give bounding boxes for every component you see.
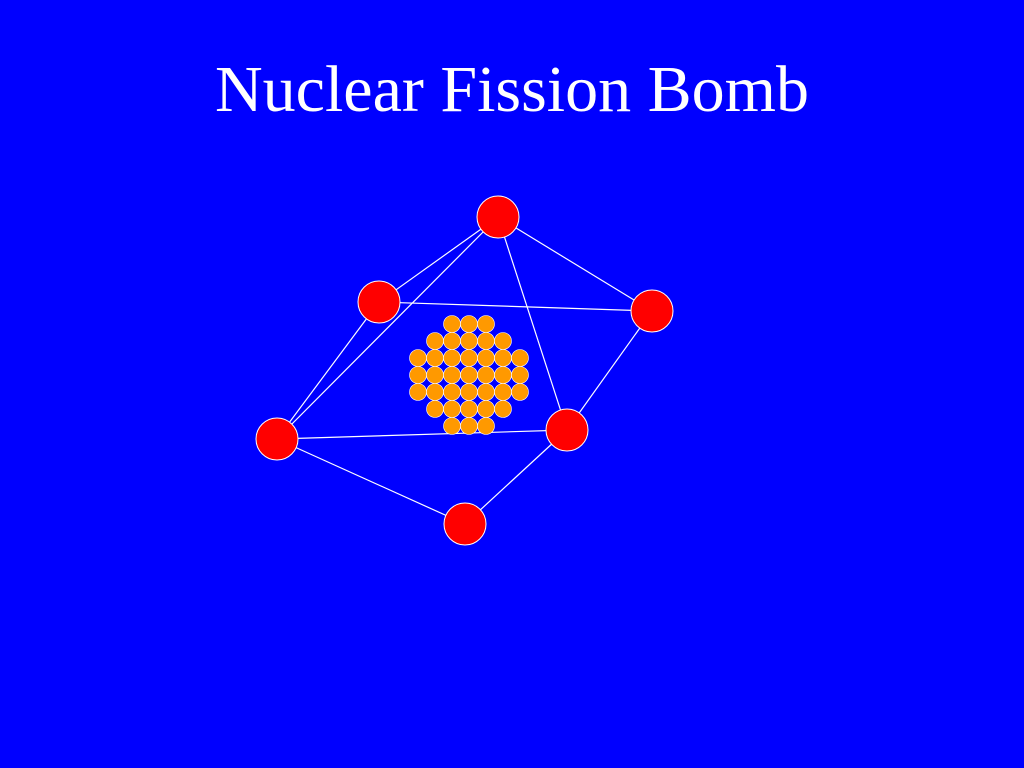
core-sphere xyxy=(426,400,444,418)
core-sphere xyxy=(511,383,529,401)
core-sphere xyxy=(460,315,478,333)
core-sphere xyxy=(443,383,461,401)
explosive-charge-lower-left xyxy=(255,417,299,461)
core-sphere xyxy=(426,366,444,384)
core-sphere xyxy=(443,315,461,333)
core-sphere xyxy=(477,400,495,418)
explosive-charge-upper-right xyxy=(630,289,674,333)
explosive-charge-top xyxy=(476,195,520,239)
core-sphere xyxy=(443,366,461,384)
connector-line-top-upper-left xyxy=(378,216,499,303)
explosive-charge-bottom xyxy=(443,502,487,546)
core-sphere xyxy=(443,400,461,418)
core-sphere xyxy=(460,400,478,418)
core-sphere xyxy=(494,349,512,367)
connector-line-top-upper-right xyxy=(497,216,653,312)
connector-line-upper-right-lower-right xyxy=(566,310,653,431)
connector-line-top-lower-left xyxy=(276,216,499,440)
core-sphere xyxy=(494,383,512,401)
core-sphere xyxy=(477,366,495,384)
core-sphere xyxy=(443,417,461,435)
core-sphere xyxy=(409,383,427,401)
explosive-charge-lower-right xyxy=(545,408,589,452)
core-sphere xyxy=(409,349,427,367)
explosive-charges xyxy=(255,195,674,546)
core-sphere xyxy=(460,417,478,435)
connector-line-lower-left-bottom xyxy=(276,438,466,525)
core-sphere xyxy=(494,366,512,384)
connector-line-top-lower-right xyxy=(497,216,568,431)
core-sphere xyxy=(426,383,444,401)
core-sphere xyxy=(460,383,478,401)
core-sphere xyxy=(494,400,512,418)
core-sphere xyxy=(511,366,529,384)
fissile-core xyxy=(409,315,529,435)
core-sphere xyxy=(426,332,444,350)
core-sphere xyxy=(460,366,478,384)
core-sphere xyxy=(477,349,495,367)
connector-line-upper-left-lower-left xyxy=(276,301,380,440)
connector-lines xyxy=(276,216,653,525)
core-sphere xyxy=(443,332,461,350)
core-sphere xyxy=(443,349,461,367)
core-sphere xyxy=(494,332,512,350)
core-sphere xyxy=(426,349,444,367)
slide-title: Nuclear Fission Bomb xyxy=(215,53,809,126)
core-sphere xyxy=(477,417,495,435)
connector-line-bottom-lower-right xyxy=(464,429,568,525)
core-sphere xyxy=(477,332,495,350)
core-sphere xyxy=(460,332,478,350)
core-sphere xyxy=(477,383,495,401)
explosive-charge-upper-left xyxy=(357,280,401,324)
core-sphere xyxy=(409,366,427,384)
connector-line-lower-left-lower-right xyxy=(276,429,568,440)
core-sphere xyxy=(477,315,495,333)
core-sphere xyxy=(511,349,529,367)
core-sphere xyxy=(460,349,478,367)
connector-line-upper-left-upper-right xyxy=(378,301,653,312)
